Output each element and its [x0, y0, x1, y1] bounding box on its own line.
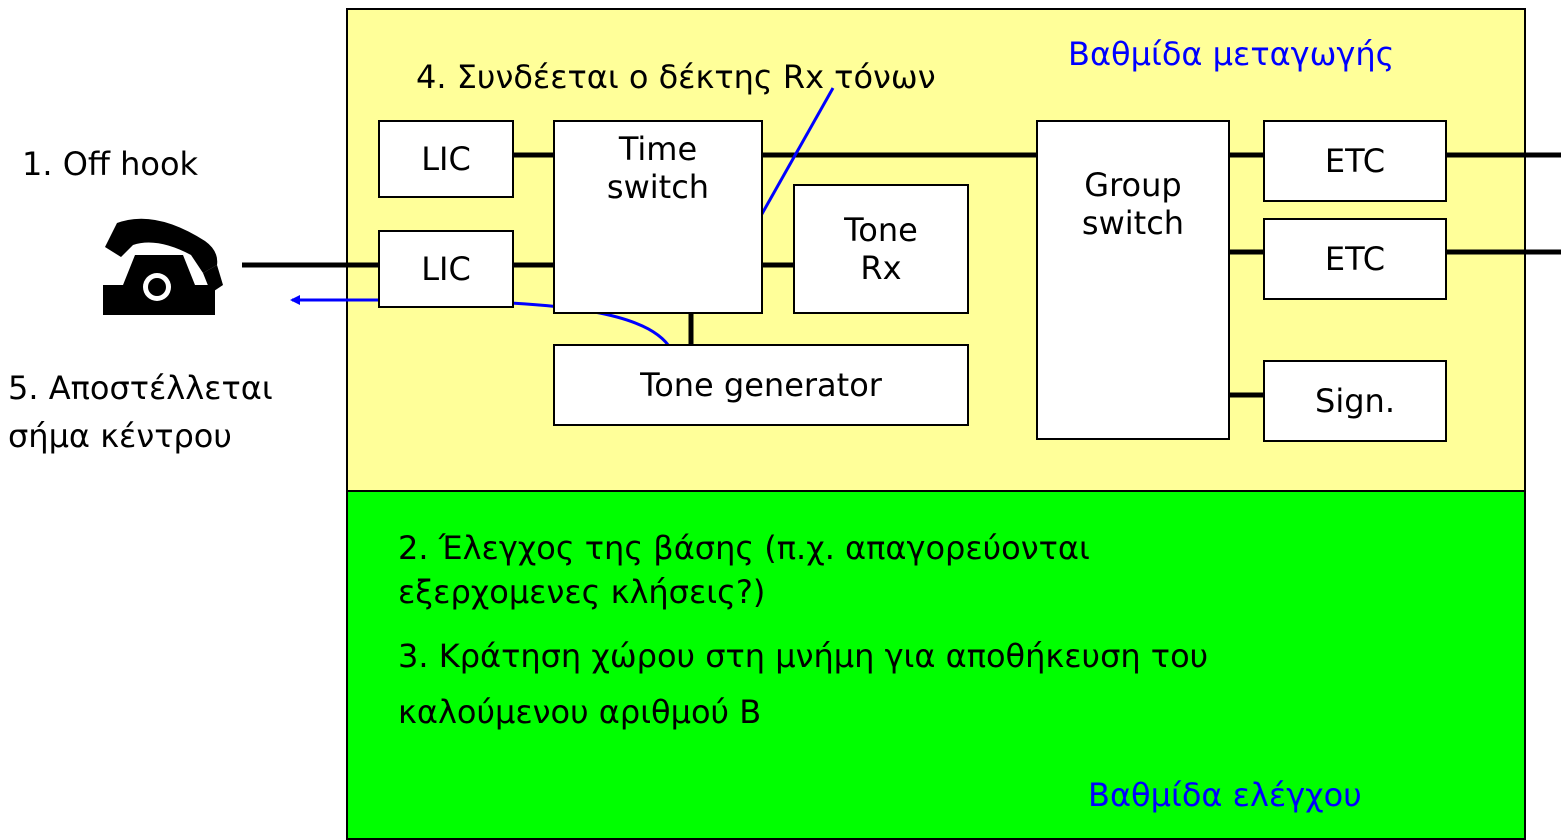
lic-top-block: LIC: [378, 120, 514, 198]
step3-line2: καλούμενου αριθμού B: [398, 693, 762, 731]
telephone-icon: [103, 218, 223, 315]
off-hook-label: 1. Off hook: [22, 145, 199, 183]
switching-stage-title: Βαθμίδα μεταγωγής: [1068, 35, 1395, 73]
sign-block: Sign.: [1263, 360, 1447, 442]
lic-bottom-block: LIC: [378, 230, 514, 308]
center-signal-label-line1: 5. Αποστέλλεται: [8, 369, 273, 407]
center-signal-label-line2: σήμα κέντρου: [8, 417, 232, 455]
control-stage-title: Βαθμίδα ελέγχου: [1088, 776, 1362, 814]
control-stage-panel: [346, 490, 1526, 840]
etc-top-block: ETC: [1263, 120, 1447, 202]
step2-line1: 2. Έλεγχος της βάσης (π.χ. απαγορεύονται: [398, 529, 1090, 567]
group-switch-block: Group switch: [1036, 120, 1230, 440]
tone-generator-block: Tone generator: [553, 344, 969, 426]
time-switch-block: Time switch: [553, 120, 763, 314]
step3-line1: 3. Κράτηση χώρου στη μνήμη για αποθήκευσ…: [398, 637, 1209, 675]
tone-rx-block: Tone Rx: [793, 184, 969, 314]
step2-line2: εξερχομενες κλήσεις?): [398, 573, 766, 611]
rx-connect-label: 4. Συνδέεται ο δέκτης Rx τόνων: [416, 58, 936, 96]
etc-bottom-block: ETC: [1263, 218, 1447, 300]
